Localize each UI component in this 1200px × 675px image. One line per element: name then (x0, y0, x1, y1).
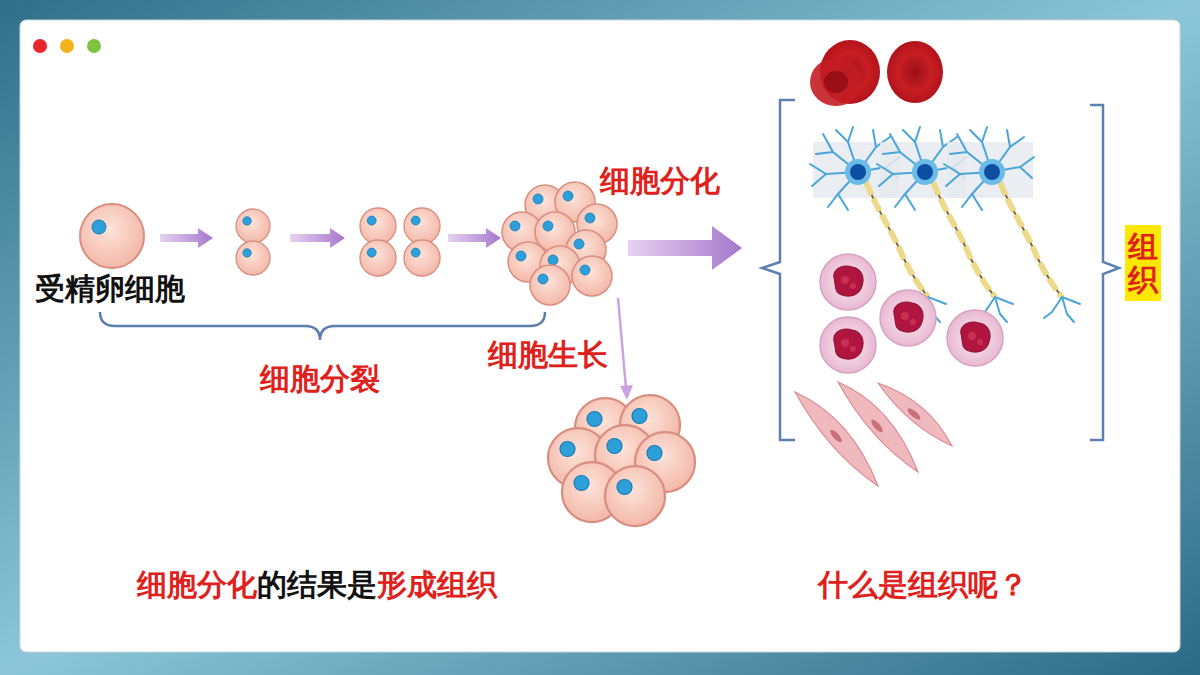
growth-arrow (618, 298, 633, 400)
tissue-box: 组织 (1125, 225, 1161, 301)
tissue-label: 组织 (1128, 230, 1158, 296)
cell-caption: 受精卵细胞 (35, 272, 185, 307)
process-label: 细胞分化 (600, 164, 720, 199)
four-cells (360, 208, 440, 276)
white-blood-cells (820, 254, 1003, 373)
left-bracket (762, 100, 795, 440)
differentiation-arrow (628, 226, 742, 270)
window-dots (33, 39, 101, 53)
right-bracket (1090, 105, 1119, 440)
question-text: 什么是组织呢？ (818, 568, 1028, 603)
red-blood-cells (810, 40, 943, 106)
two-cells (236, 209, 270, 275)
conclusion-text: 的结果是 (257, 568, 377, 603)
muscle-cells (795, 382, 952, 486)
fertilized-egg (80, 204, 144, 268)
division-arrows (160, 228, 501, 248)
process-label: 细胞分裂 (260, 362, 380, 397)
slide-panel (20, 20, 1180, 652)
grown-cells (548, 395, 695, 526)
neurons (810, 127, 1080, 322)
conclusion-text: 形成组织 (377, 568, 497, 603)
cell-cluster (502, 182, 617, 305)
division-brace (100, 312, 545, 340)
process-label: 细胞生长 (488, 338, 608, 373)
conclusion-text: 细胞分化 (137, 568, 257, 603)
